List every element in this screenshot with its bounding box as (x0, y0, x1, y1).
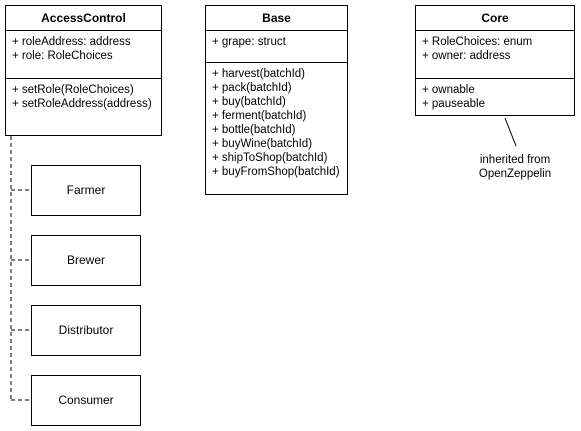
base-method: + buyFromShop(batchId) (212, 166, 340, 178)
base-method: + buyWine(batchId) (212, 138, 313, 150)
core-attribute: + owner: address (422, 50, 511, 62)
core-inheritance-note: inherited from OpenZeppelin (460, 153, 570, 181)
access-control-attributes: + roleAddress: address + role: RoleChoic… (6, 31, 161, 78)
distributor-label: Distributor (58, 323, 114, 337)
base-title: Base (206, 6, 347, 31)
consumer-role-box: Consumer (31, 375, 141, 426)
note-line-1: inherited from (479, 154, 551, 166)
access-control-attribute: + roleAddress: address (12, 36, 131, 48)
core-title: Core (416, 6, 574, 31)
core-methods: + ownable + pauseable (416, 78, 574, 116)
consumer-label: Consumer (58, 393, 114, 407)
access-control-method: + setRole(RoleChoices) (12, 84, 134, 96)
core-class: Core + RoleChoices: enum + owner: addres… (415, 5, 575, 116)
base-method: + ferment(batchId) (212, 110, 307, 122)
access-control-title: AccessControl (6, 6, 161, 31)
core-note-line (504, 117, 517, 147)
brewer-label: Brewer (66, 253, 105, 267)
access-control-attribute: + role: RoleChoices (12, 50, 113, 62)
core-attributes: + RoleChoices: enum + owner: address (416, 31, 574, 78)
base-attribute: + grape: struct (212, 36, 286, 48)
core-method: + pauseable (422, 98, 485, 110)
base-class: Base + grape: struct + harvest(batchId) … (205, 5, 348, 195)
farmer-label: Farmer (66, 183, 106, 197)
core-method: + ownable (422, 84, 475, 96)
note-line-2: OpenZeppelin (478, 168, 552, 180)
access-control-methods: + setRole(RoleChoices) + setRoleAddress(… (6, 78, 161, 116)
base-attributes: + grape: struct (206, 31, 347, 62)
base-method: + buy(batchId) (212, 96, 286, 108)
farmer-role-box: Farmer (31, 165, 141, 216)
base-method: + bottle(batchId) (212, 124, 296, 136)
access-control-class: AccessControl + roleAddress: address + r… (5, 5, 162, 136)
base-method: + shipToShop(batchId) (212, 152, 328, 164)
access-control-method: + setRoleAddress(address) (12, 98, 152, 110)
base-method: + harvest(batchId) (212, 68, 306, 80)
core-attribute: + RoleChoices: enum (422, 36, 533, 48)
distributor-role-box: Distributor (31, 305, 141, 356)
base-methods: + harvest(batchId) + pack(batchId) + buy… (206, 62, 347, 184)
base-method: + pack(batchId) (212, 82, 292, 94)
brewer-role-box: Brewer (31, 235, 141, 286)
